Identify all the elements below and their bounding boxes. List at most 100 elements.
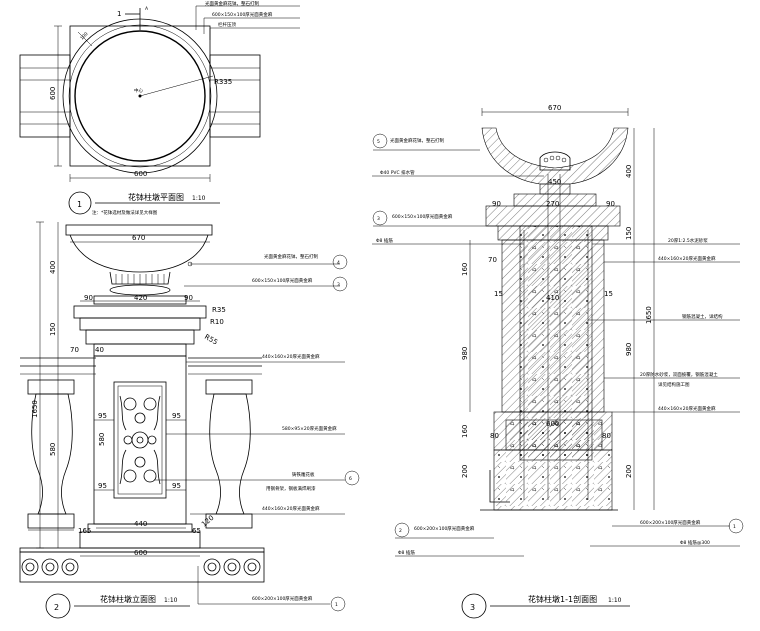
elev-dim-r55: R55 [203, 333, 219, 347]
sec-callout-waterproof: 20厚防水砂浆，双面披覆，钢筋混凝土 [640, 371, 718, 378]
plan-callouts: 光面黄金麻花钵，整石打制 600×150×100厚光面黄金麻 栏杆压顶 [195, 0, 300, 40]
elev-bubble-num: 2 [54, 603, 59, 612]
sec-callout-facing1: 440×160×20厚光面黄金麻 [658, 255, 716, 262]
sec-dim-270: 270 [546, 200, 559, 208]
elev-dim-40: 40 [95, 346, 104, 354]
elev-tag-6 [344, 470, 360, 486]
sec-callout-base-left: 600×200×100厚光面黄金麻 [414, 525, 475, 532]
sec-tag-5: 5 [377, 139, 380, 145]
elev-dim-95-c: 95 [98, 482, 107, 490]
plan-inner-circle [74, 30, 206, 162]
elev-dim-95-d: 95 [172, 482, 181, 490]
elev-dim-90-right: 90 [184, 294, 193, 302]
plan-radius-label: R335 [214, 78, 232, 86]
svg-text:4: 4 [337, 260, 340, 266]
sec-scale: 1:10 [608, 597, 622, 604]
elev-dim-body-h: 580 [49, 443, 57, 456]
sec-callout-pvc: Φ40 PVC 排水管 [380, 169, 415, 176]
svg-text:6: 6 [349, 476, 352, 482]
plan-bubble-num: 1 [77, 200, 82, 209]
elevation-view: 1650 400 150 580 [19, 221, 360, 619]
elev-dim-95-a: 95 [98, 412, 107, 420]
elev-dim-95-b: 95 [172, 412, 181, 420]
sec-dim-980-a: 980 [461, 347, 469, 360]
balustrade-right [205, 379, 253, 529]
sec-tag-2: 2 [399, 528, 402, 534]
sec-pier [493, 225, 613, 511]
elev-callout-4: 580×95×20厚光面黄金麻 [282, 425, 337, 432]
sec-callout-rebar-right: Φ8 插筋@300 [680, 539, 710, 546]
cast-iron-ornament [119, 395, 161, 485]
sec-dim-160-b: 160 [461, 425, 469, 438]
plan-scale: 1:10 [192, 195, 206, 202]
elev-dim-165: 165 [78, 527, 91, 535]
sec-dim-bowl: 400 [625, 165, 633, 178]
plan-dim-side: 600 [49, 87, 57, 100]
plan-section-char: A [145, 6, 149, 12]
elev-dim-600: 600 [134, 549, 147, 557]
elev-dim-65: 65 [192, 527, 201, 535]
elev-bowl [65, 224, 213, 305]
sec-dim-200-b: 200 [625, 465, 633, 478]
sec-title: 花钵柱墩1-1剖面图 [528, 594, 597, 604]
plan-dim-100: 100 [79, 31, 89, 41]
sec-callout-facing2: 440×160×20厚光面黄金麻 [658, 405, 716, 412]
elev-dim-580: 580 [98, 433, 106, 446]
sec-dim-600: 600 [546, 420, 559, 428]
elev-dim-r10: R10 [210, 318, 224, 326]
sec-callout-concrete: 钢筋混凝土，详结构 [682, 313, 723, 320]
sec-callout-waterproof2: 详见结构施工图 [658, 381, 690, 388]
sec-dim-160-a: 160 [461, 263, 469, 276]
elev-callout-7: 440×160×20厚光面黄金麻 [262, 505, 320, 512]
sec-dim-90-b: 90 [606, 200, 615, 208]
plan-note: 注：*花钵选材及做法详见大样图 [92, 209, 158, 216]
elev-callout-6: 用钢骨架，钢板满焊刷漆 [266, 485, 316, 492]
elev-title: 花钵柱墩立面图 [100, 594, 156, 604]
elev-callout-3: 440×160×20厚光面黄金麻 [262, 353, 320, 360]
elev-dim-cap-h: 150 [49, 323, 57, 336]
elev-callout-8: 600×200×100厚光面黄金麻 [252, 595, 313, 602]
sec-callouts-left: 5 光面黄金麻花钵，整石打制 Φ40 PVC 排水管 3 600×150×100… [372, 133, 544, 557]
elev-callout-2: 600×150×100厚光面黄金麻 [252, 277, 313, 284]
sec-dim-80-b: 80 [602, 432, 611, 440]
plan-title: 花钵柱墩平面图 [128, 192, 184, 202]
sec-callout-anchor: Φ8 插筋 [376, 237, 393, 244]
sec-title-bubble [461, 593, 487, 619]
sec-callouts-right: 20厚1:2.5水泥砂浆 440×160×20厚光面黄金麻 钢筋混凝土，详结构 … [588, 237, 744, 547]
plan-callout-3: 栏杆压顶 [218, 21, 236, 28]
elev-tag-4 [332, 254, 348, 270]
elev-dim-r35: R35 [212, 306, 226, 314]
plan-callout-1: 光面黄金麻花钵，整石打制 [205, 0, 259, 7]
sec-bubble-num: 3 [470, 603, 475, 612]
sec-dim-200-a: 200 [461, 465, 469, 478]
svg-text:3: 3 [337, 282, 340, 288]
sec-dim-410: 410 [546, 294, 559, 302]
elev-dim-440: 440 [134, 520, 147, 528]
ground-ornaments [19, 551, 265, 583]
sec-callout-mortar: 20厚1:2.5水泥砂浆 [668, 237, 708, 244]
sec-dim-70: 70 [488, 256, 497, 264]
elev-cap [73, 305, 207, 345]
plan-center-label: 中心 [134, 87, 143, 94]
plan-section-mark: 1 [117, 10, 121, 18]
elev-dim-bowl-w: 670 [132, 234, 145, 242]
plan-view: 中心 1 A R335 100 600 600 光面黄金麻花钵，整石打制 600… [19, 0, 300, 216]
elev-dim-120: 120 [200, 514, 215, 529]
sec-dim-450: 450 [548, 178, 561, 186]
sec-callout-bowl: 光面黄金麻花钵，整石打制 [390, 137, 444, 144]
elev-callout-5: 铸铁雕花板 [292, 471, 315, 478]
elev-dim-90-left: 90 [84, 294, 93, 302]
sec-callout-rebar-left: Φ8 插筋 [398, 549, 415, 556]
sec-callout-cap: 600×150×100厚光面黄金麻 [392, 213, 453, 220]
plan-title-bubble [68, 191, 92, 215]
elev-callout-1: 光面黄金麻花钵，整石打制 [264, 253, 318, 260]
plan-callout-2: 600×150×100厚光面黄金麻 [212, 11, 273, 18]
sec-tag-3: 3 [377, 216, 380, 222]
sec-dim-top: 670 [548, 104, 561, 112]
sec-dim-90-a: 90 [492, 200, 501, 208]
balustrade-left [27, 379, 75, 531]
elev-callouts: 光面黄金麻花钵，整石打制 4 600×150×100厚光面黄金麻 3 440×1… [154, 253, 360, 612]
elev-dim-bowl-h: 400 [49, 261, 57, 274]
